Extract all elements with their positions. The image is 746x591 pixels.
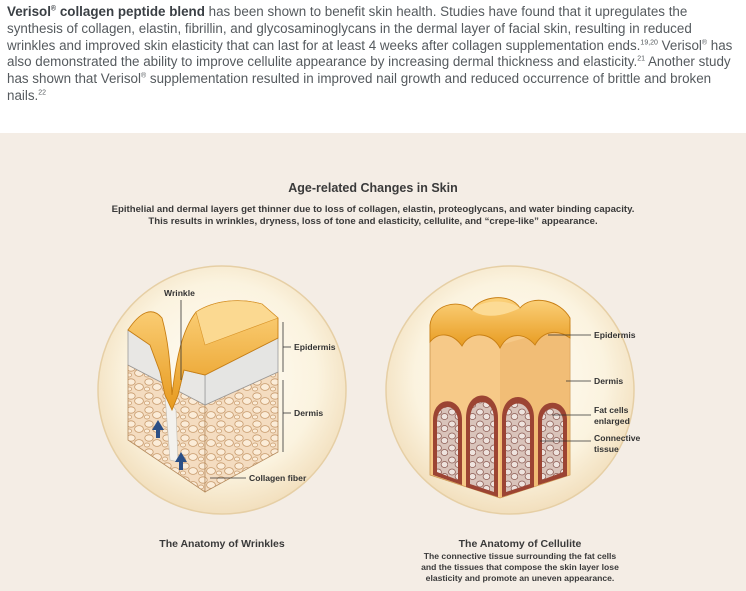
reg-mark-2: ® xyxy=(701,39,708,47)
label-enlarged: enlarged xyxy=(594,416,630,426)
subtitle-line-2: This results in wrinkles, dryness, loss … xyxy=(148,215,598,227)
cellulite-desc-line-3: elasticity and promote an uneven appeara… xyxy=(425,572,615,583)
ref-22: 22 xyxy=(38,89,47,97)
label-dermis-right: Dermis xyxy=(594,376,623,386)
label-wrinkle: Wrinkle xyxy=(164,288,195,298)
label-connective: Connective xyxy=(594,433,641,443)
caption-wrinkles: The Anatomy of Wrinkles xyxy=(159,538,285,550)
label-collagen-fiber: Collagen fiber xyxy=(249,473,307,483)
intro-text-2a: Verisol xyxy=(657,37,702,53)
intro-bold: Verisol® collagen peptide blend xyxy=(7,4,205,19)
caption-cellulite: The Anatomy of Cellulite xyxy=(458,538,582,550)
intro-text-3b: supplementation resulted in improved nai… xyxy=(7,71,712,103)
brand-name: Verisol xyxy=(7,4,51,19)
ref-19-20: 19,20 xyxy=(640,39,658,47)
cellulite-description: The connective tissue surrounding the fa… xyxy=(400,551,640,583)
label-epidermis-left: Epidermis xyxy=(294,342,336,352)
wrinkle-block xyxy=(127,300,279,493)
intro-text-3a: Another study has shown that Verisol xyxy=(7,54,731,87)
label-dermis-left: Dermis xyxy=(294,408,323,418)
ref-21: 21 xyxy=(637,55,645,63)
label-tissue: tissue xyxy=(594,444,619,454)
label-epidermis-right: Epidermis xyxy=(594,330,636,340)
intro-text-1: has been shown to benefit skin health. S… xyxy=(7,4,692,53)
figure-subtitle: Epithelial and dermal layers get thinner… xyxy=(0,204,746,227)
intro-paragraph: Verisol® collagen peptide blend has been… xyxy=(7,4,739,105)
label-fat-cells: Fat cells xyxy=(594,405,629,415)
reg-mark-3: ® xyxy=(140,72,147,80)
subtitle-line-1: Epithelial and dermal layers get thinner… xyxy=(111,204,635,215)
bold-rest: collagen peptide blend xyxy=(56,4,205,19)
figure-title: Age-related Changes in Skin xyxy=(288,181,458,195)
reg-mark: ® xyxy=(50,5,57,13)
cellulite-block xyxy=(429,297,571,499)
cellulite-desc-line-1: The connective tissue surrounding the fa… xyxy=(423,551,617,561)
cellulite-desc-line-2: and the tissues that compose the skin la… xyxy=(421,561,619,572)
intro-text-2b: has also demonstrated the ability to imp… xyxy=(7,37,733,70)
